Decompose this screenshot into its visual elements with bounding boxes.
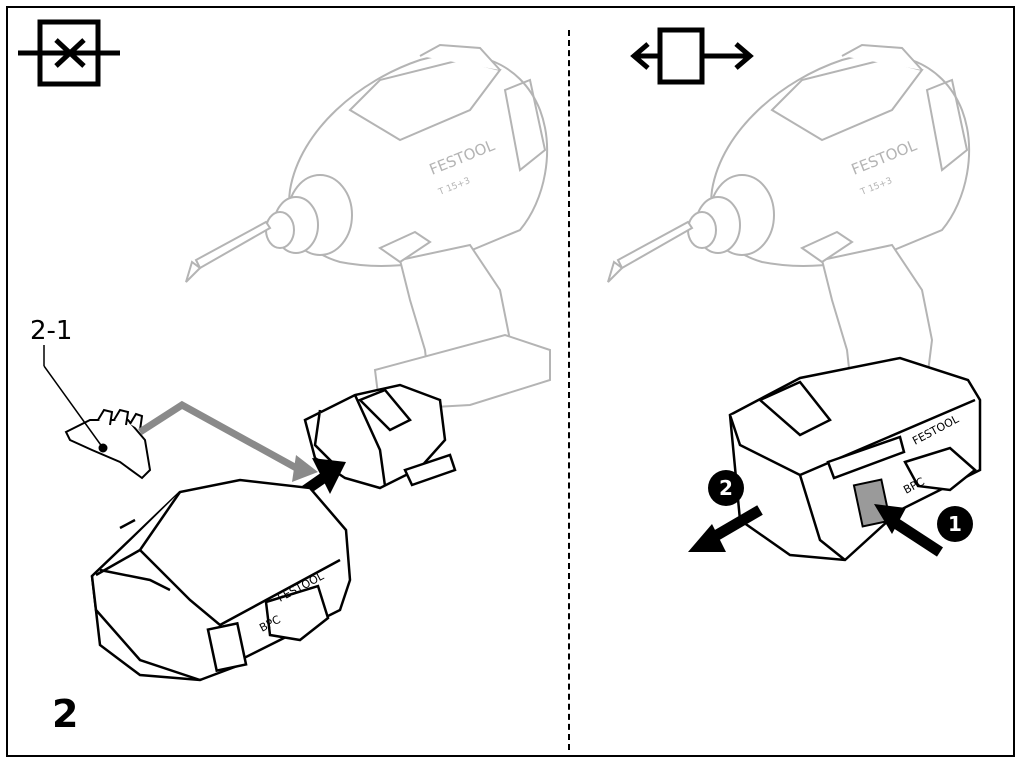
press-arrow xyxy=(890,517,944,557)
step-badge-1: 1 xyxy=(937,506,973,542)
press-arrow-head xyxy=(874,504,906,534)
callout-leader-diagonal xyxy=(43,365,104,449)
figure-frame xyxy=(6,6,1015,757)
dashed-divider xyxy=(568,30,570,750)
battery-pack-left: FESTOOL BPC xyxy=(90,478,352,682)
drill-left: FESTOOL T 15+3 xyxy=(185,43,551,412)
remove-battery-icon xyxy=(630,27,754,85)
contact-clip-part xyxy=(64,408,152,480)
guide-arrow-head xyxy=(292,455,318,482)
step-badge-2: 2 xyxy=(708,470,744,506)
insert-arrow-head xyxy=(312,458,346,494)
insert-battery-icon xyxy=(18,19,120,87)
figure-number: 2 xyxy=(52,692,79,736)
part-callout-label: 2-1 xyxy=(30,316,73,346)
pull-arrow xyxy=(709,505,763,543)
pull-arrow-head xyxy=(688,524,726,552)
battery-pack-right: FESTOOL BPC xyxy=(728,356,982,562)
step-label-1: 1 xyxy=(948,512,962,536)
guide-arrow xyxy=(138,400,302,474)
step-label-2: 2 xyxy=(719,476,733,500)
drill-right: FESTOOL T 15+3 xyxy=(607,43,971,397)
